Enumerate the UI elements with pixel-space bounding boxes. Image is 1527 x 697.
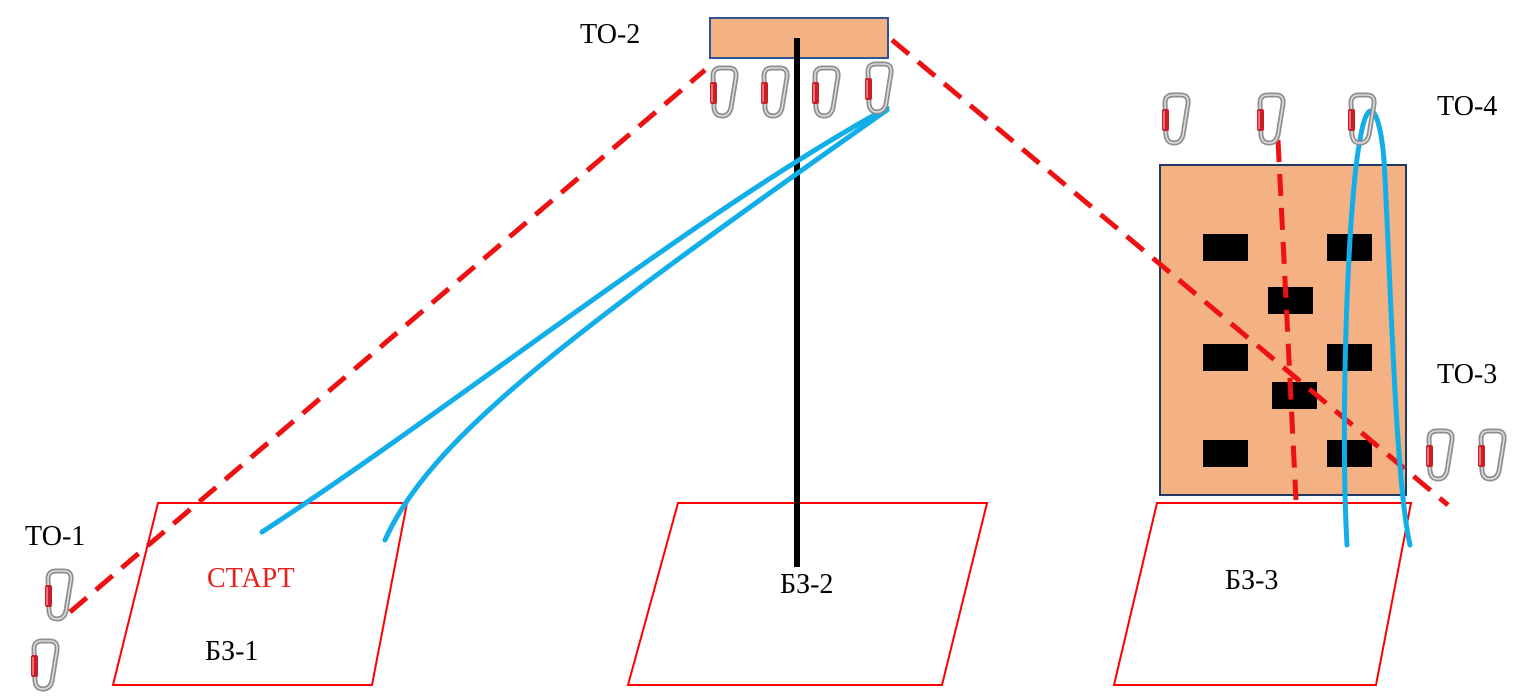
hold: [1203, 344, 1248, 371]
hold: [1327, 344, 1372, 371]
label-bz2: БЗ-2: [780, 569, 833, 600]
label-to4: ТО-4: [1437, 91, 1497, 122]
hold: [1203, 234, 1248, 261]
carabiner-icon: [812, 68, 838, 116]
carabiner-icon: [45, 571, 71, 619]
hold: [1327, 440, 1372, 467]
label-to3: ТО-3: [1437, 359, 1497, 390]
route-to1-to2: [68, 68, 707, 614]
zone-bz3: [1112, 502, 1413, 686]
hold: [1203, 440, 1248, 467]
label-to1: ТО-1: [25, 521, 85, 552]
label-bz3: БЗ-3: [1225, 565, 1278, 596]
blue-rope-left: [259, 105, 890, 535]
label-start: СТАРТ: [207, 563, 295, 594]
zone-bz1: [111, 502, 409, 686]
route-to4-bz3: [1275, 139, 1299, 501]
carabiner-icon: [1257, 95, 1283, 143]
label-to2: ТО-2: [580, 19, 640, 50]
carabiner-icon: [865, 64, 891, 112]
carabiner-icon: [1162, 95, 1188, 143]
carabiner-icon: [710, 68, 736, 116]
blue-rope-right: [382, 107, 890, 543]
hold: [1268, 287, 1313, 314]
carabiner-icon: [761, 68, 787, 116]
carabiner-icon: [31, 641, 57, 689]
route-to2-to3: [890, 38, 1450, 507]
carabiner-icon: [1478, 431, 1504, 479]
zone-bz2: [626, 502, 989, 686]
hold: [1272, 382, 1317, 409]
carabiner-icon: [1426, 431, 1452, 479]
label-bz1: БЗ-1: [205, 636, 258, 667]
